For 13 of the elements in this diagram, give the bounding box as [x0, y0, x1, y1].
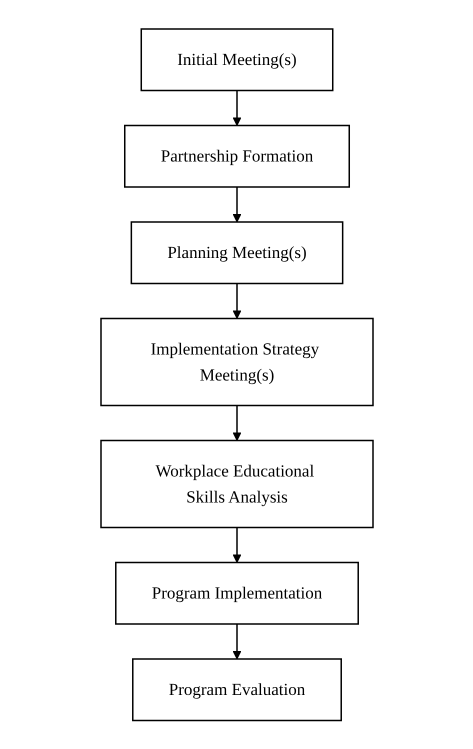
node-box: Program Evaluation: [132, 658, 342, 721]
node-box: Planning Meeting(s): [130, 221, 343, 284]
node-box: Partnership Formation: [124, 124, 350, 188]
node-box: Program Implementation: [114, 562, 358, 624]
arrow: [232, 527, 241, 563]
arrow: [232, 405, 241, 441]
node-box: Workplace Educational Skills Analysis: [100, 440, 374, 528]
arrow: [232, 624, 241, 660]
arrow: [232, 186, 241, 222]
node-box: Initial Meeting(s): [140, 28, 333, 91]
arrow: [232, 283, 241, 319]
node-box: Implementation Strategy Meeting(s): [100, 318, 374, 406]
arrow: [232, 90, 241, 126]
